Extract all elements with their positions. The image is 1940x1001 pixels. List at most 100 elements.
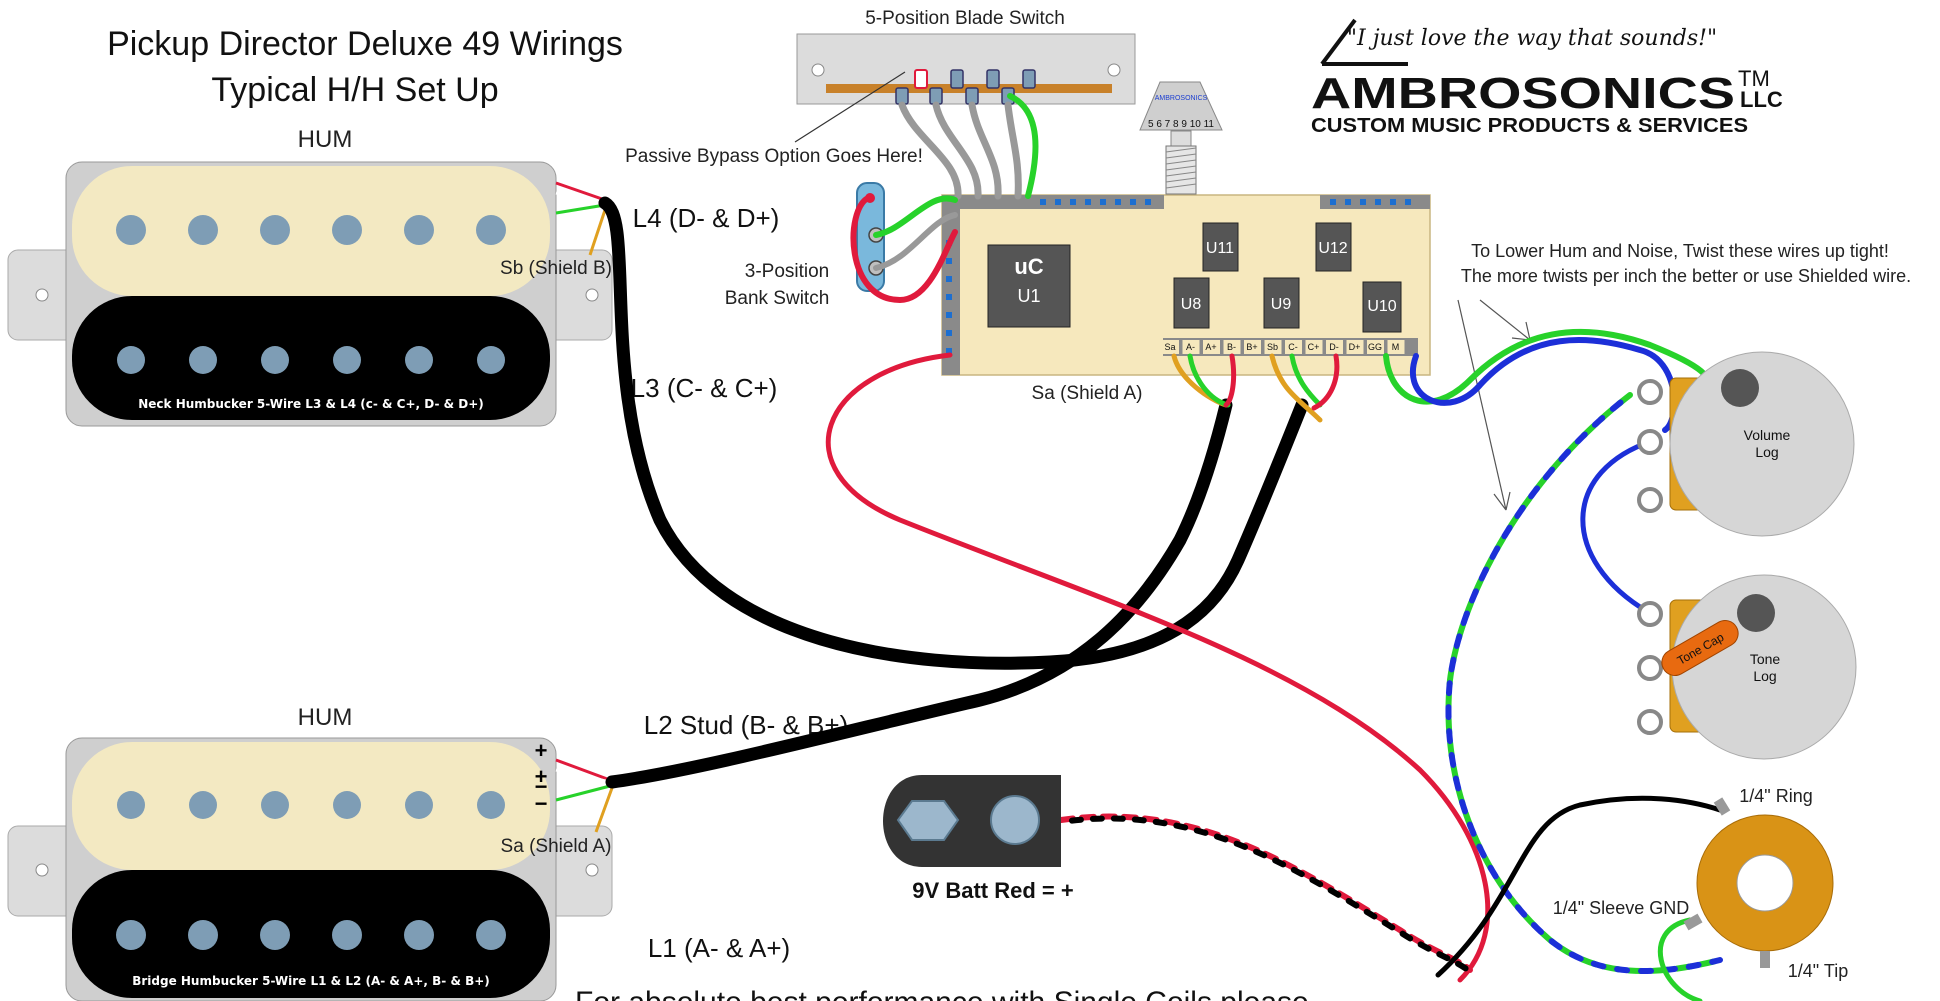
neck-green-lead [555, 203, 606, 215]
polarity-plus-2: + [535, 764, 548, 789]
twist-note-1: To Lower Hum and Noise, Twist these wire… [1471, 241, 1889, 261]
blade-mount-hole [1107, 63, 1121, 77]
board-pin-pad [1203, 340, 1220, 354]
pole-screw [188, 920, 218, 950]
pole-screw [476, 215, 506, 245]
bank-green-wire [873, 195, 958, 238]
neck-hum-label: HUM [298, 126, 353, 153]
bridge-shield-lead [594, 787, 614, 833]
bridge-black-coil [72, 870, 550, 998]
board-pin-pad [1182, 340, 1200, 354]
blade-lug [950, 69, 964, 89]
logo-quote: "I just love the way that sounds!" [1347, 26, 1717, 51]
neck-white-lead [555, 191, 606, 205]
board-pin-label: B+ [1246, 342, 1257, 352]
pole-slug [261, 791, 289, 819]
board-pin-label: C+ [1308, 342, 1320, 352]
jack-ring-label: 1/4" Ring [1739, 786, 1812, 806]
logo-name: AMBROSONICS [1311, 69, 1735, 118]
blade-wire [898, 101, 962, 200]
rotary-shaft [1165, 145, 1197, 195]
volume-tone-blue [1580, 437, 1658, 615]
bank-gray-wire [873, 212, 958, 271]
chip-u9 [1263, 277, 1300, 329]
chip-u8 [1173, 277, 1210, 329]
wires [598, 93, 1723, 1001]
bridge-shield-label: Sa (Shield A) [501, 836, 612, 857]
polarity-minus-1: − [535, 774, 548, 799]
twisted-green [1445, 392, 1723, 975]
pole-screw [260, 215, 290, 245]
bridge-hum-label: HUM [298, 704, 353, 731]
board-pin-label: C- [1288, 342, 1298, 352]
chip-u12-label: U12 [1318, 240, 1347, 257]
board-shield-a-label: Sa (Shield A) [1032, 383, 1143, 404]
neck-shield-label: Sb (Shield B) [500, 258, 612, 279]
jack-hole [1736, 854, 1794, 912]
volume-label: Volume [1744, 427, 1791, 443]
board-pin-pad [1367, 340, 1384, 354]
chip-u10-label: U10 [1367, 298, 1396, 315]
board-pin-pad [1264, 340, 1282, 354]
blade-green-wire [1007, 93, 1039, 199]
chip-u11 [1202, 222, 1239, 272]
board-pin-pad [1223, 340, 1241, 354]
board-pin-pad [1285, 340, 1302, 354]
pole-slug [189, 346, 217, 374]
pole-slug [117, 346, 145, 374]
board-pin-pad [1244, 340, 1261, 354]
chip-uc [987, 244, 1071, 328]
volume-taper: Log [1755, 444, 1778, 460]
bridge-humbucker: HUM Bridge Humbucker 5-Wire L1 & L2 (A- … [7, 704, 614, 1001]
battery-terminal-neg [896, 800, 960, 841]
logo-tm: TM [1738, 66, 1770, 91]
volume-pot-hole [1721, 369, 1759, 407]
pole-screw [404, 215, 434, 245]
neck-mount-hole-right [585, 288, 599, 302]
pole-screw [116, 215, 146, 245]
twist-note-2: The more twists per inch the better or u… [1461, 266, 1911, 286]
bridge-white-lead [555, 768, 611, 784]
tone-taper: Log [1753, 668, 1776, 684]
logo-tagline: CUSTOM MUSIC PRODUCTS & SERVICES [1311, 115, 1748, 137]
bank-switch-label-2: Bank Switch [725, 288, 830, 309]
neck-red-lead [555, 181, 606, 202]
rotary-thread [1165, 147, 1197, 189]
bridge-red-lead [555, 758, 611, 782]
board-pin-label: D+ [1349, 342, 1361, 352]
ambrosonics-logo: "I just love the way that sounds!" AMBRO… [1311, 18, 1783, 137]
volume-lug [1637, 487, 1663, 513]
volume-pot: Volume Log [1637, 351, 1855, 537]
volume-lug [1637, 429, 1663, 455]
blade-switch-label: 5-Position Blade Switch [865, 8, 1065, 29]
board-pin-label: D- [1329, 342, 1339, 352]
twist-arrow-1 [1479, 299, 1531, 341]
tone-lug [1637, 601, 1663, 627]
board-pin-label: A+ [1205, 342, 1216, 352]
battery-black-wire [1058, 815, 1473, 975]
jack-sleeve-lug [1683, 913, 1703, 931]
bridge-caption: Bridge Humbucker 5-Wire L1 & L2 (A- & A+… [132, 974, 490, 988]
board-pin-pad [1305, 340, 1323, 354]
board-pin-label: Sa [1164, 342, 1175, 352]
pin-wire-a [1187, 353, 1231, 408]
gg-wire [1383, 328, 1711, 405]
bridge-mount-hole-left [35, 863, 49, 877]
diagram-subtitle: Typical H/H Set Up [211, 71, 498, 109]
pole-screw [260, 920, 290, 950]
chip-u8-label: U8 [1181, 296, 1202, 313]
blade-lug [1022, 69, 1036, 89]
pin-wire-c [1289, 353, 1323, 408]
l3-label: L3 (C- & C+) [631, 373, 778, 403]
tone-label: Tone [1750, 651, 1781, 667]
blade-mount-hole [811, 63, 825, 77]
pole-slug [405, 346, 433, 374]
pole-slug [405, 791, 433, 819]
neck-black-coil [72, 296, 550, 420]
pole-slug [261, 346, 289, 374]
neck-poles-bottom [117, 346, 505, 374]
pole-screw [116, 920, 146, 950]
pin-wire-sb [1269, 353, 1323, 423]
twist-arrow-2 [1457, 299, 1511, 511]
